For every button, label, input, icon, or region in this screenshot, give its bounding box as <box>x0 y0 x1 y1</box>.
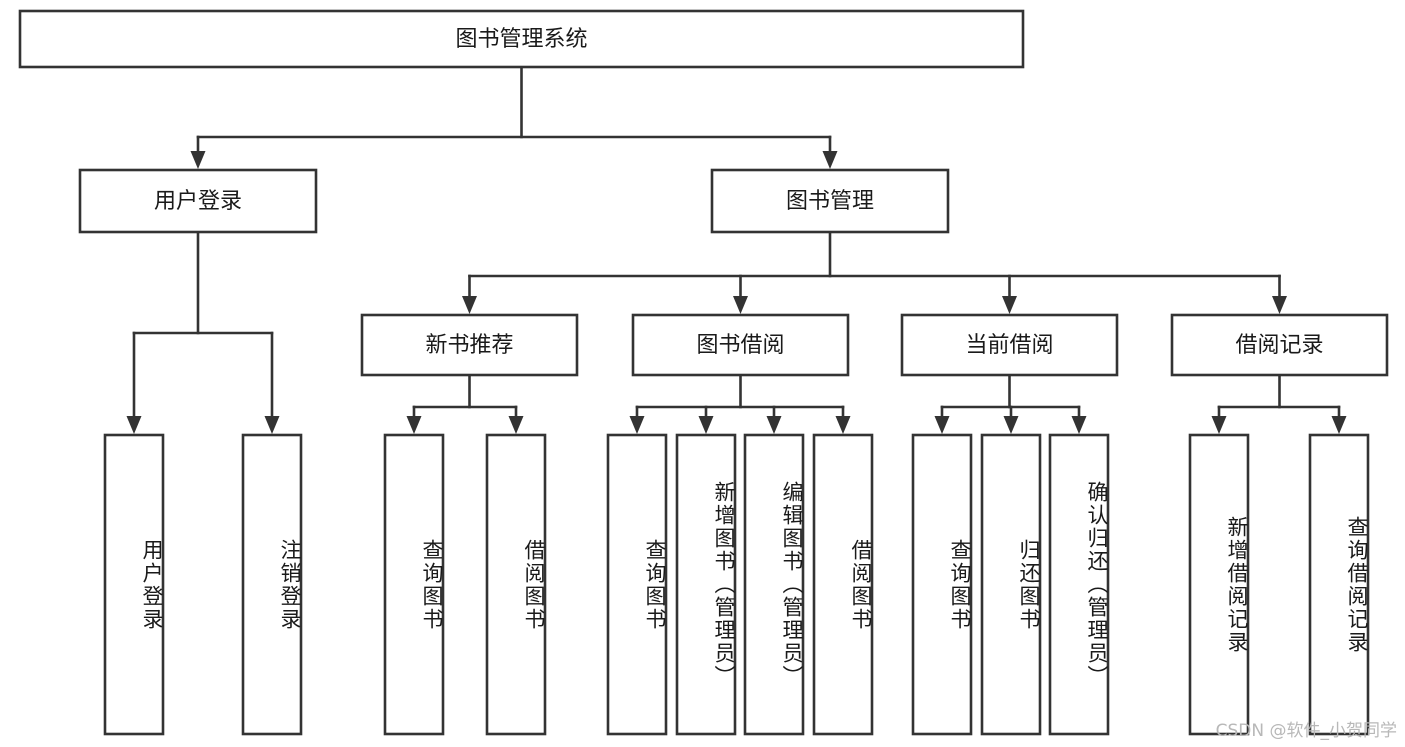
leaf-box-编辑图书管理员 <box>743 433 805 736</box>
node-box-图书借阅 <box>631 313 850 377</box>
leaf-box-注销登录 <box>241 433 303 736</box>
arrow-head-leaf-确认归还管理员 <box>1071 416 1087 434</box>
leaf-box-新增借阅记录 <box>1188 433 1250 736</box>
node-label-root-图书管理系统: 图书管理系统 <box>455 27 587 52</box>
arrow-head-leaf-借阅图书 <box>835 416 851 434</box>
arrow-head-leaf-归还图书 <box>1003 416 1019 434</box>
arrow-head-leaf-查询图书 <box>406 416 422 434</box>
leaf-box-查询图书 <box>383 433 445 736</box>
box-layer <box>18 9 1389 736</box>
arrow-head-用户登录 <box>190 151 206 169</box>
arrow-head-新书推荐 <box>462 296 477 314</box>
node-box-root-图书管理系统 <box>18 9 1025 69</box>
node-box-图书管理 <box>710 168 950 234</box>
node-label-当前借阅: 当前借阅 <box>965 333 1053 358</box>
arrow-head-图书管理 <box>822 151 838 169</box>
node-label-用户登录: 用户登录 <box>154 189 242 214</box>
node-box-用户登录 <box>78 168 318 234</box>
leaf-box-借阅图书 <box>812 433 874 736</box>
leaf-box-新增图书管理员 <box>675 433 737 736</box>
arrow-head-借阅记录 <box>1272 296 1287 314</box>
leaf-box-查询借阅记录 <box>1308 433 1370 736</box>
arrow-head-leaf-编辑图书管理员 <box>766 416 782 434</box>
arrow-head-leaf-借阅图书 <box>508 416 524 434</box>
arrow-head-leaf-查询借阅记录 <box>1331 416 1347 434</box>
arrow-head-leaf-查询图书 <box>629 416 645 434</box>
node-label-图书借阅: 图书借阅 <box>696 333 784 358</box>
arrow-head-图书借阅 <box>733 296 748 314</box>
node-box-借阅记录 <box>1170 313 1389 377</box>
leaf-box-查询图书 <box>606 433 668 736</box>
node-label-新书推荐: 新书推荐 <box>425 333 513 358</box>
arrow-head-leaf-新增图书管理员 <box>698 416 714 434</box>
leaf-box-查询图书 <box>911 433 973 736</box>
arrow-head-当前借阅 <box>1002 296 1017 314</box>
leaf-box-确认归还管理员 <box>1048 433 1110 736</box>
node-box-新书推荐 <box>360 313 579 377</box>
connector-layer <box>126 65 1347 434</box>
watermark-text: CSDN @软件_小贺同学 <box>1215 721 1397 741</box>
arrow-head-leaf-注销登录 <box>264 416 280 434</box>
leaf-box-归还图书 <box>980 433 1042 736</box>
node-label-图书管理: 图书管理 <box>786 189 874 214</box>
leaf-box-借阅图书 <box>485 433 547 736</box>
arrow-head-leaf-用户登录 <box>126 416 142 434</box>
node-label-借阅记录: 借阅记录 <box>1235 333 1323 358</box>
arrow-head-leaf-新增借阅记录 <box>1211 416 1227 434</box>
node-box-当前借阅 <box>900 313 1119 377</box>
leaf-box-用户登录 <box>103 433 165 736</box>
arrow-head-leaf-查询图书 <box>934 416 950 434</box>
